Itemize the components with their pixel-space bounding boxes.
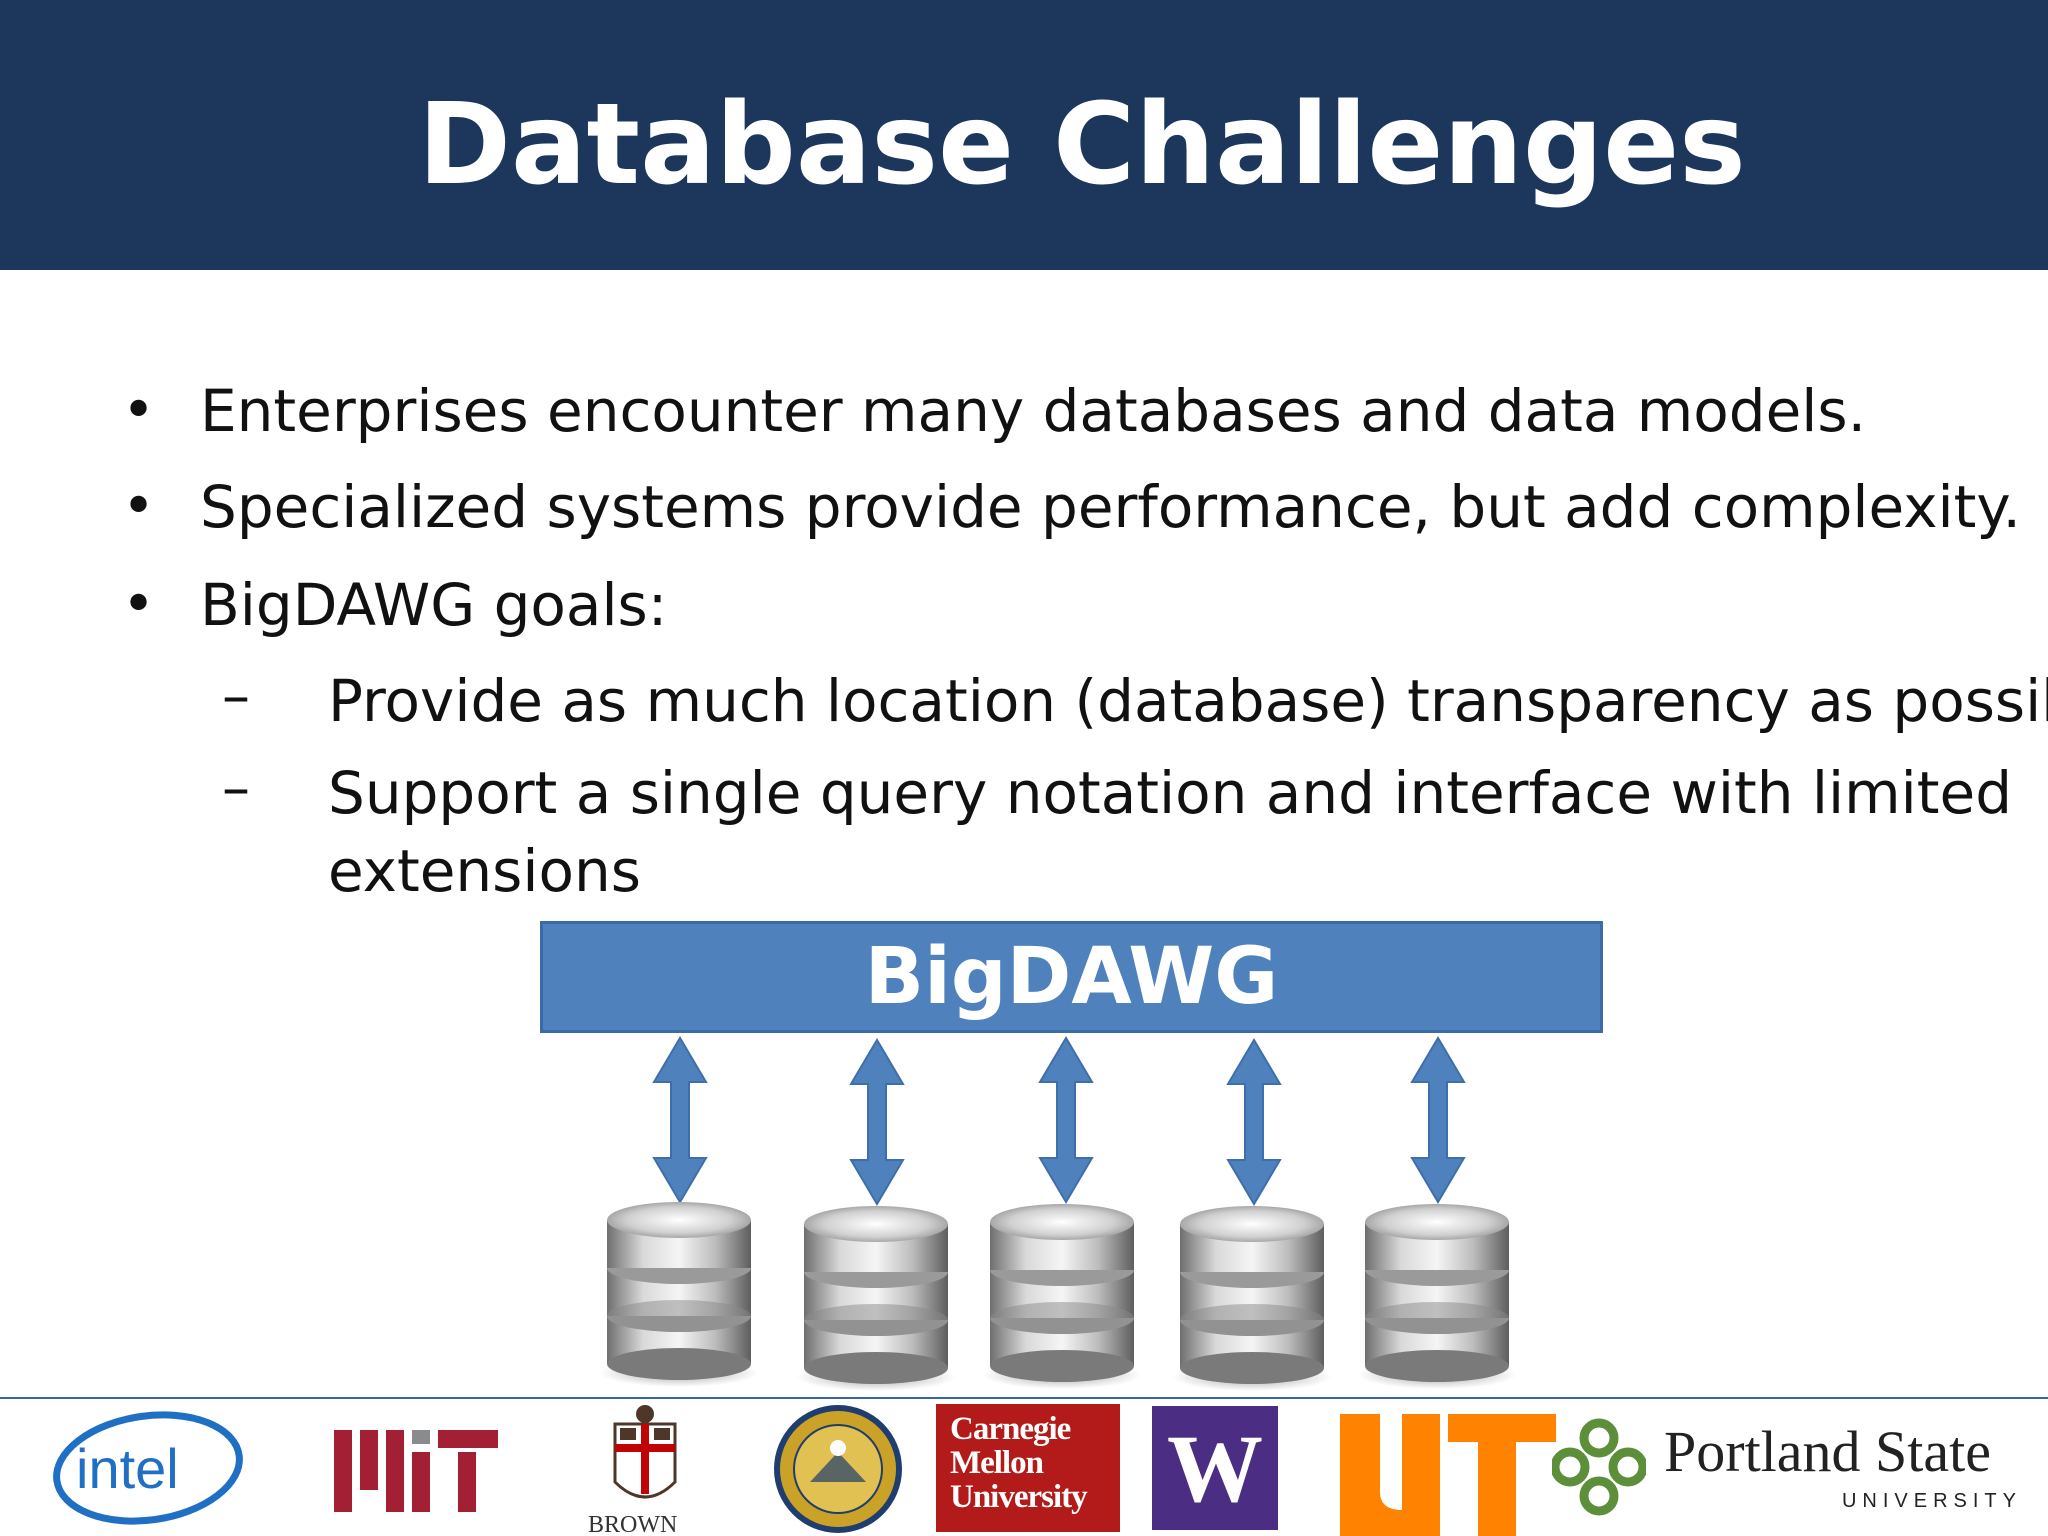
double-arrow-icon xyxy=(1411,1037,1465,1203)
double-arrow-icon xyxy=(850,1039,904,1205)
university-of-tennessee-logo xyxy=(1340,1414,1556,1536)
database-icon xyxy=(1172,1206,1332,1391)
carnegie-mellon-logo: Carnegie Mellon University xyxy=(936,1404,1120,1532)
footer-divider xyxy=(0,1397,2048,1399)
database-icon xyxy=(1357,1204,1517,1389)
bullet-marker: • xyxy=(122,474,156,539)
cmu-line: Carnegie xyxy=(950,1411,1071,1447)
title-bar: Database Challenges xyxy=(0,0,2048,270)
bullet-item: Specialized systems provide performance,… xyxy=(200,473,2021,541)
bullet-marker: • xyxy=(122,378,156,443)
sub-bullet-item: Support a single query notation and inte… xyxy=(328,759,2013,827)
mit-logo xyxy=(334,1430,498,1512)
cmu-line: University xyxy=(950,1479,1088,1515)
diagram-graphics xyxy=(599,1037,1517,1391)
bullet-list: • Enterprises encounter many databases a… xyxy=(122,377,2048,905)
sub-bullet-continuation: extensions xyxy=(328,837,641,905)
database-icon xyxy=(796,1206,956,1391)
double-arrow-icon xyxy=(1039,1037,1093,1203)
double-arrow-icon xyxy=(1227,1039,1281,1205)
university-of-washington-logo: W xyxy=(1152,1406,1278,1530)
portland-state-logo-mark xyxy=(1552,1418,1646,1516)
cmu-line: Mellon xyxy=(950,1445,1044,1481)
bigdawg-label: BigDAWG xyxy=(864,932,1279,1022)
database-icon xyxy=(599,1202,759,1387)
brown-logo: BROWN xyxy=(588,1405,677,1536)
svg-text:intel: intel xyxy=(76,1437,179,1500)
bullet-item: Enterprises encounter many databases and… xyxy=(200,377,1867,445)
bullet-item: BigDAWG goals: xyxy=(200,571,668,639)
intel-logo: intel xyxy=(53,1411,243,1525)
bullet-marker: • xyxy=(122,572,156,637)
bigdawg-band: BigDAWG xyxy=(540,921,1603,1033)
slide-title: Database Challenges xyxy=(418,80,1746,210)
double-arrow-icon xyxy=(653,1037,707,1203)
svg-text:BROWN: BROWN xyxy=(588,1512,677,1536)
uc-santa-barbara-seal xyxy=(774,1405,902,1533)
sub-bullet-marker: – xyxy=(222,664,250,729)
database-icon xyxy=(982,1204,1142,1389)
sub-bullet-marker: – xyxy=(222,756,250,821)
portland-state-logo: Portland State UNIVERSITY xyxy=(1664,1419,2022,1512)
sub-bullet-item: Provide as much location (database) tran… xyxy=(328,667,2048,735)
